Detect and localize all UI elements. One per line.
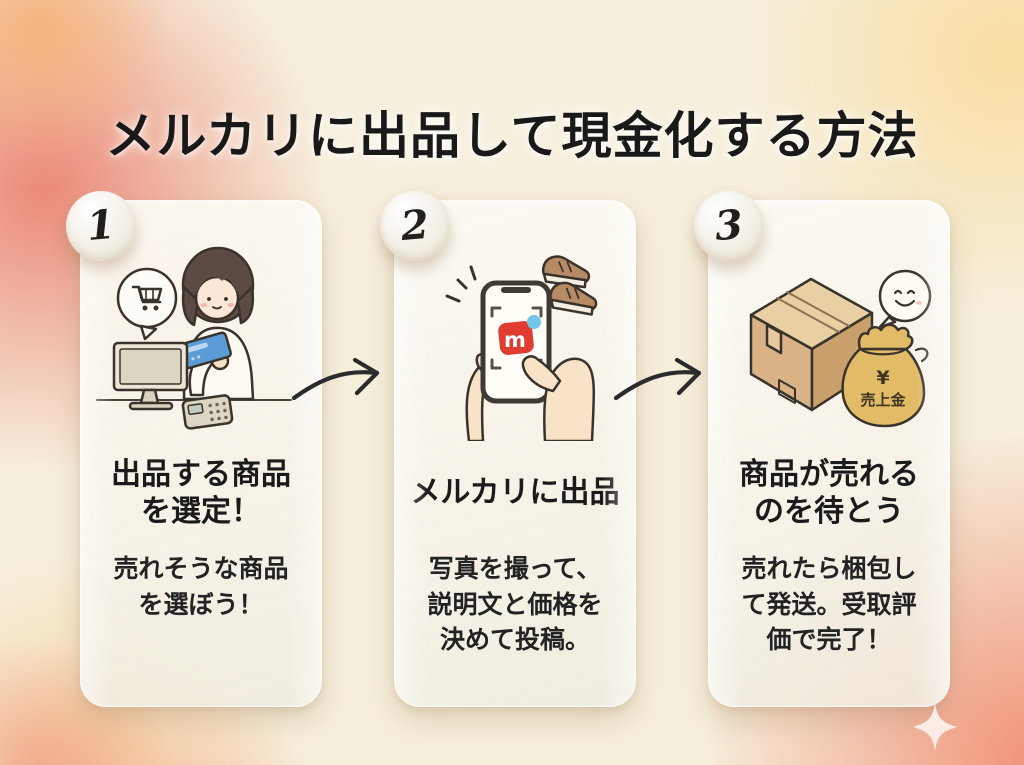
step-1-body: 売れそうな商品 を選ぼう！	[113, 554, 289, 619]
flash-lines-icon	[445, 265, 477, 303]
mercari-logo-blue-dot	[527, 315, 541, 329]
money-bag: ¥ 売上金	[841, 323, 929, 428]
arrow-right-icon-2	[613, 357, 702, 401]
step-2-illustration: m	[445, 255, 598, 441]
step-3-number-badge: 3	[694, 191, 764, 261]
steps-row: 1	[66, 191, 950, 707]
money-bag-currency: ¥	[876, 367, 889, 389]
step-card-3: 3	[694, 191, 950, 707]
step-2-body: 写真を撮って、 説明文と価格を 決めて投稿。	[427, 554, 603, 654]
step-2-number: 2	[399, 200, 431, 251]
step-3-number: 3	[713, 200, 745, 251]
step-2-heading: メルカリに出品	[410, 475, 620, 511]
step-card-1: 1	[66, 191, 322, 707]
step-1-heading: 出品する商品 を選定！	[111, 456, 291, 530]
arrow-right-icon-1	[291, 357, 380, 401]
smiley-speech-bubble	[878, 269, 932, 329]
sneakers	[541, 255, 598, 316]
step-2-number-badge: 2	[380, 191, 450, 261]
thumb	[521, 355, 562, 393]
mercari-logo: m	[498, 315, 541, 355]
step-card-2: 2	[380, 191, 636, 707]
step-3-body: 売れたら梱包し て発送。受取評 価で完了！	[741, 554, 917, 654]
page-title: メルカリに出品して現金化する方法	[105, 106, 919, 165]
mercari-logo-letter: m	[504, 328, 526, 352]
step-3-heading: 商品が売れる のを待とう	[739, 456, 919, 530]
card-terminal	[181, 394, 234, 430]
step-1-number: 1	[85, 200, 117, 251]
sparkle-star-icon	[913, 703, 957, 751]
cart-speech-bubble	[116, 267, 178, 341]
step-1-number-badge: 1	[66, 191, 136, 261]
money-bag-label: 売上金	[860, 391, 906, 409]
